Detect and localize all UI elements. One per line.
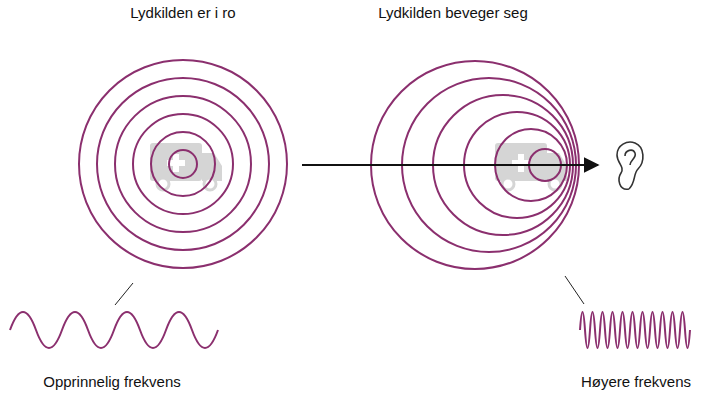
ear-symbol: [617, 142, 643, 189]
wave-caption: Opprinnelig frekvens: [43, 373, 181, 391]
wave-caption: Høyere frekvens: [581, 373, 691, 391]
sound-waves-still: [79, 60, 287, 268]
leader-line: [115, 283, 133, 305]
motion-arrow: [302, 164, 598, 166]
wave-original: [10, 312, 218, 348]
panel-title: Lydkilden beveger seg: [378, 4, 528, 22]
panel-title: Lydkilden er i ro: [130, 4, 235, 22]
wave-higher: [580, 312, 690, 348]
leader-line: [565, 276, 584, 304]
ambulance-icon: [495, 143, 567, 190]
